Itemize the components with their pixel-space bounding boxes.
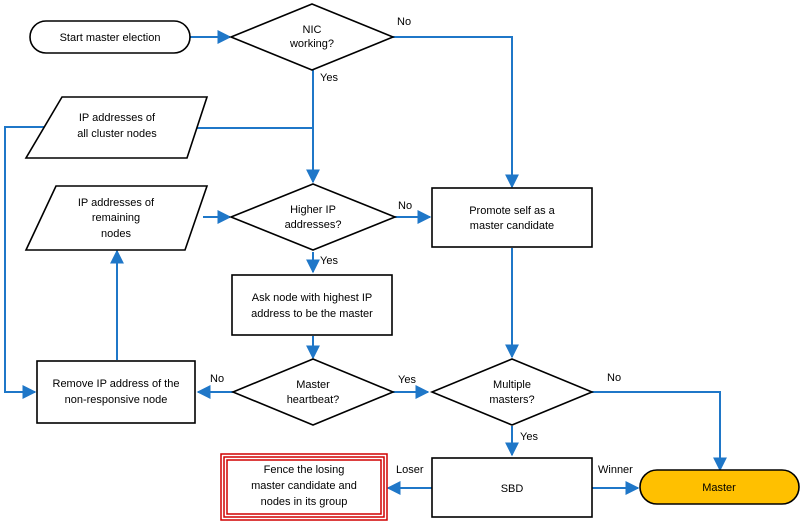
node-fence-line: Fence the losing [264, 464, 345, 476]
node-multiple-masters-line: Multiple [493, 379, 531, 391]
edge-ipall-to-remove-loop [4, 126, 45, 399]
node-start: Start master election [29, 20, 191, 54]
node-sbd: SBD [431, 457, 593, 518]
node-higher-ip-line: Higher IP [290, 204, 336, 216]
node-ip-all-line: all cluster nodes [77, 128, 157, 140]
edge-label-nic-no: No [397, 16, 411, 28]
node-sbd-line: SBD [501, 483, 524, 495]
edge-multiple-no-to-master [592, 391, 727, 472]
edge-labels: No Yes No Yes No Yes No Yes Loser Winner [210, 16, 633, 476]
edge-label-sbd-winner: Winner [598, 464, 633, 476]
edge-label-sbd-loser: Loser [396, 464, 424, 476]
node-multiple-masters-line: masters? [489, 394, 534, 406]
node-start-line: Start master election [60, 32, 161, 44]
node-ask-node-line: Ask node with highest IP [252, 292, 372, 304]
node-ask-node-line: address to be the master [251, 308, 373, 320]
node-remove-ip: Remove IP address of the non-responsive … [36, 360, 196, 424]
node-promote: Promote self as a master candidate [431, 187, 593, 248]
node-fence-line: nodes in its group [261, 496, 348, 508]
node-nic: NIC working? [228, 3, 396, 71]
node-master: Master [639, 469, 800, 505]
edge-label-higher-no: No [398, 200, 412, 212]
node-multiple-masters: Multiple masters? [429, 358, 595, 426]
node-remove-ip-line: non-responsive node [65, 394, 168, 406]
edge-label-multiple-no: No [607, 372, 621, 384]
edge-nic-no-to-promote [392, 36, 519, 189]
node-promote-line: master candidate [470, 220, 554, 232]
node-heartbeat-line: Master [296, 379, 330, 391]
edge-label-heartbeat-no: No [210, 373, 224, 385]
node-promote-line: Promote self as a [469, 205, 555, 217]
edge-label-heartbeat-yes: Yes [398, 374, 416, 386]
connectors [4, 30, 727, 495]
node-ip-all: IP addresses of all cluster nodes [24, 96, 209, 159]
node-ip-remaining: IP addresses of remaining nodes [24, 185, 209, 251]
node-higher-ip-line: addresses? [285, 219, 342, 231]
node-remove-ip-line: Remove IP address of the [53, 378, 180, 390]
node-ip-all-line: IP addresses of [79, 112, 156, 124]
node-master-line: Master [702, 482, 736, 494]
node-nic-line: working? [289, 38, 334, 50]
node-ask-node: Ask node with highest IP address to be t… [231, 274, 393, 336]
node-heartbeat-line: heartbeat? [287, 394, 340, 406]
node-nic-line: NIC [303, 24, 322, 36]
edge-label-nic-yes: Yes [320, 72, 338, 84]
node-fence: Fence the losing master candidate and no… [220, 453, 388, 521]
edge-label-higher-yes: Yes [320, 255, 338, 267]
node-ip-remaining-line: IP addresses of [78, 197, 155, 209]
node-ip-remaining-line: remaining [92, 212, 140, 224]
node-higher-ip: Higher IP addresses? [228, 183, 398, 251]
node-heartbeat: Master heartbeat? [230, 358, 396, 426]
node-fence-line: master candidate and [251, 480, 357, 492]
node-ip-remaining-line: nodes [101, 228, 131, 240]
edge-label-multiple-yes: Yes [520, 431, 538, 443]
